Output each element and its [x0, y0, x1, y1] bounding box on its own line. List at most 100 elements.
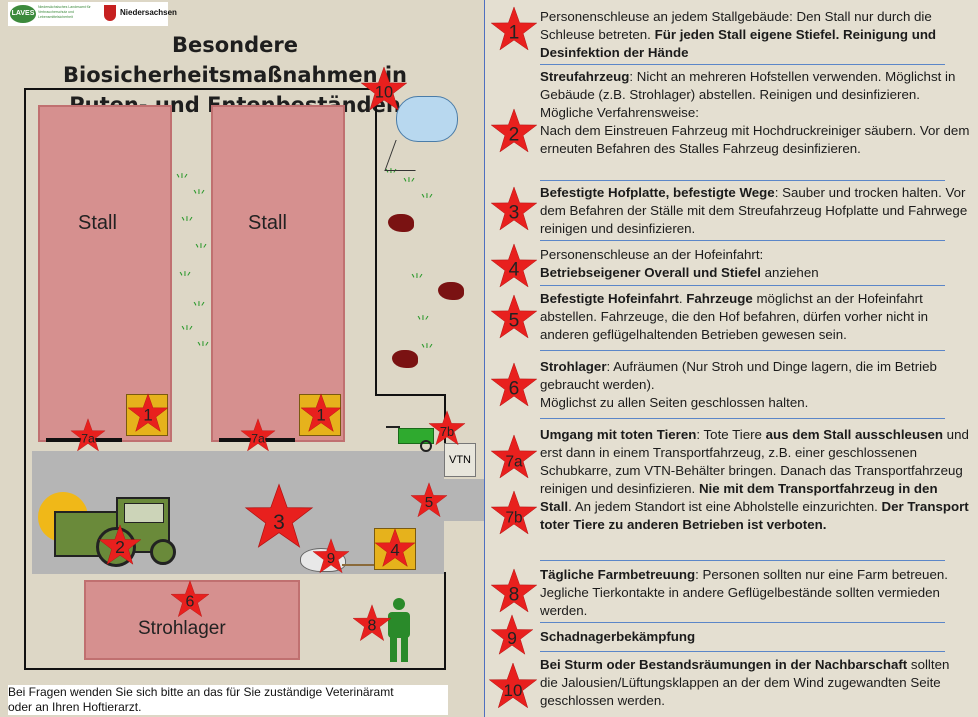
svg-text:1: 1	[143, 406, 152, 425]
svg-text:1: 1	[509, 23, 520, 44]
marker-star-5: 5	[410, 482, 448, 520]
svg-text:5: 5	[509, 311, 520, 332]
svg-text:7a: 7a	[81, 431, 95, 445]
measure-2: Streufahrzeug: Nicht an mehreren Hofstel…	[540, 69, 970, 156]
marker-star-7a-stall-2: 7a	[240, 418, 276, 454]
wind-lines-icon	[384, 140, 427, 171]
svg-text:10: 10	[375, 84, 393, 102]
farm-boundary-right-lower	[444, 572, 446, 670]
measure-star-9: 9	[490, 614, 534, 658]
separator	[540, 418, 945, 419]
measure-star-3: 3	[490, 186, 538, 234]
rat-tail-icon	[342, 564, 374, 566]
stall-1: Stall	[38, 105, 172, 442]
farm-boundary-right-upper	[375, 88, 377, 396]
logo-area: LAVES Niedersächsisches Landesamt für Ve…	[8, 2, 177, 26]
separator	[540, 560, 945, 561]
marker-star-10: 10	[360, 66, 408, 114]
svg-text:3: 3	[273, 511, 285, 534]
svg-text:8: 8	[509, 585, 520, 606]
wheelbarrow-icon	[386, 426, 438, 452]
grass-icon: ⺌	[196, 340, 210, 356]
svg-text:9: 9	[507, 628, 517, 648]
measure-8: Tägliche Farmbetreuung: Personen sollten…	[540, 567, 948, 618]
svg-text:7a: 7a	[505, 454, 523, 471]
measure-3: Befestigte Hofplatte, befestigte Wege: S…	[540, 185, 968, 236]
svg-text:10: 10	[504, 681, 523, 700]
strohlager-building: Strohlager	[84, 580, 300, 660]
measure-7: Umgang mit toten Tieren: Tote Tiere aus …	[540, 427, 969, 532]
separator	[540, 651, 945, 652]
marker-star-3: 3	[244, 483, 314, 553]
separator	[540, 285, 945, 286]
measure-star-6: 6	[490, 362, 538, 410]
measure-star-10: 10	[488, 662, 538, 712]
svg-text:5: 5	[425, 494, 433, 511]
svg-text:2: 2	[115, 537, 125, 557]
separator	[540, 180, 945, 181]
laves-logo-subtitle: Niedersächsisches Landesamt für Verbrauc…	[38, 5, 91, 19]
marker-star-2: 2	[98, 524, 142, 568]
tractor-icon	[52, 497, 178, 572]
person-icon	[386, 598, 412, 664]
measure-10: Bei Sturm oder Bestandsräumungen in der …	[540, 657, 950, 708]
svg-text:7b: 7b	[505, 510, 522, 527]
farm-boundary	[24, 88, 376, 90]
niedersachsen-logo-text: Niedersachsen	[120, 8, 177, 17]
measure-4: Personenschleuse an der Hofeinfahrt: Bet…	[540, 247, 819, 280]
measure-star-5: 5	[490, 294, 538, 342]
duck-icon	[392, 350, 418, 368]
duck-icon	[438, 282, 464, 300]
marker-star-6: 6	[170, 580, 210, 620]
grass-icon: ⺌	[192, 188, 206, 204]
svg-text:2: 2	[509, 125, 520, 146]
svg-text:9: 9	[327, 550, 335, 567]
separator	[540, 64, 945, 65]
road-to-vtn	[354, 451, 444, 465]
grass-icon: ⺌	[180, 215, 194, 231]
grass-icon: ⺌	[420, 192, 434, 208]
svg-text:7a: 7a	[251, 431, 265, 445]
grass-icon: ⺌	[192, 300, 206, 316]
vtn-label: VTN	[449, 454, 471, 466]
separator	[540, 622, 945, 623]
svg-text:8: 8	[368, 617, 377, 634]
svg-text:3: 3	[509, 203, 520, 224]
farm-boundary-left	[24, 88, 26, 670]
strohlager-label: Strohlager	[138, 618, 226, 639]
marker-star-7b: 7b	[428, 410, 466, 448]
grass-icon: ⺌	[420, 342, 434, 358]
marker-star-8: 8	[352, 604, 392, 644]
svg-text:4: 4	[509, 260, 520, 281]
duck-icon	[388, 214, 414, 232]
farm-boundary-bottom	[24, 668, 446, 670]
grass-icon: ⺌	[384, 167, 398, 183]
marker-star-9: 9	[312, 538, 350, 576]
measure-9: Schadnagerbekämpfung	[540, 629, 696, 644]
vtn-container: VTN	[444, 443, 476, 477]
measure-1: Personenschleuse an jedem Stallgebäude: …	[540, 9, 937, 60]
farm-boundary-inner	[375, 394, 445, 396]
measure-5: Befestigte Hofeinfahrt. Fahrzeuge möglic…	[540, 291, 929, 342]
laves-logo: LAVES	[10, 5, 36, 23]
measure-star-7b: 7b	[490, 490, 538, 538]
measure-star-2: 2	[490, 108, 538, 156]
measure-star-8: 8	[490, 568, 538, 616]
stall-2-label: Stall	[248, 212, 287, 234]
measures-panel	[484, 0, 978, 717]
grass-icon: ⺌	[402, 176, 416, 192]
stall-1-label: Stall	[78, 212, 117, 234]
measure-star-7a: 7a	[490, 434, 538, 482]
grass-icon: ⺌	[416, 314, 430, 330]
separator	[540, 350, 945, 351]
measure-star-4: 4	[490, 243, 538, 291]
wind-cloud-icon	[396, 96, 458, 142]
grass-icon: ⺌	[180, 324, 194, 340]
marker-star-1b: 1	[300, 393, 342, 435]
grass-icon: ⺌	[194, 242, 208, 258]
marker-star-4: 4	[374, 528, 416, 570]
svg-text:4: 4	[390, 541, 399, 560]
footer-note: Bei Fragen wenden Sie sich bitte an das …	[8, 685, 448, 715]
svg-text:6: 6	[186, 593, 195, 610]
separator	[540, 240, 945, 241]
